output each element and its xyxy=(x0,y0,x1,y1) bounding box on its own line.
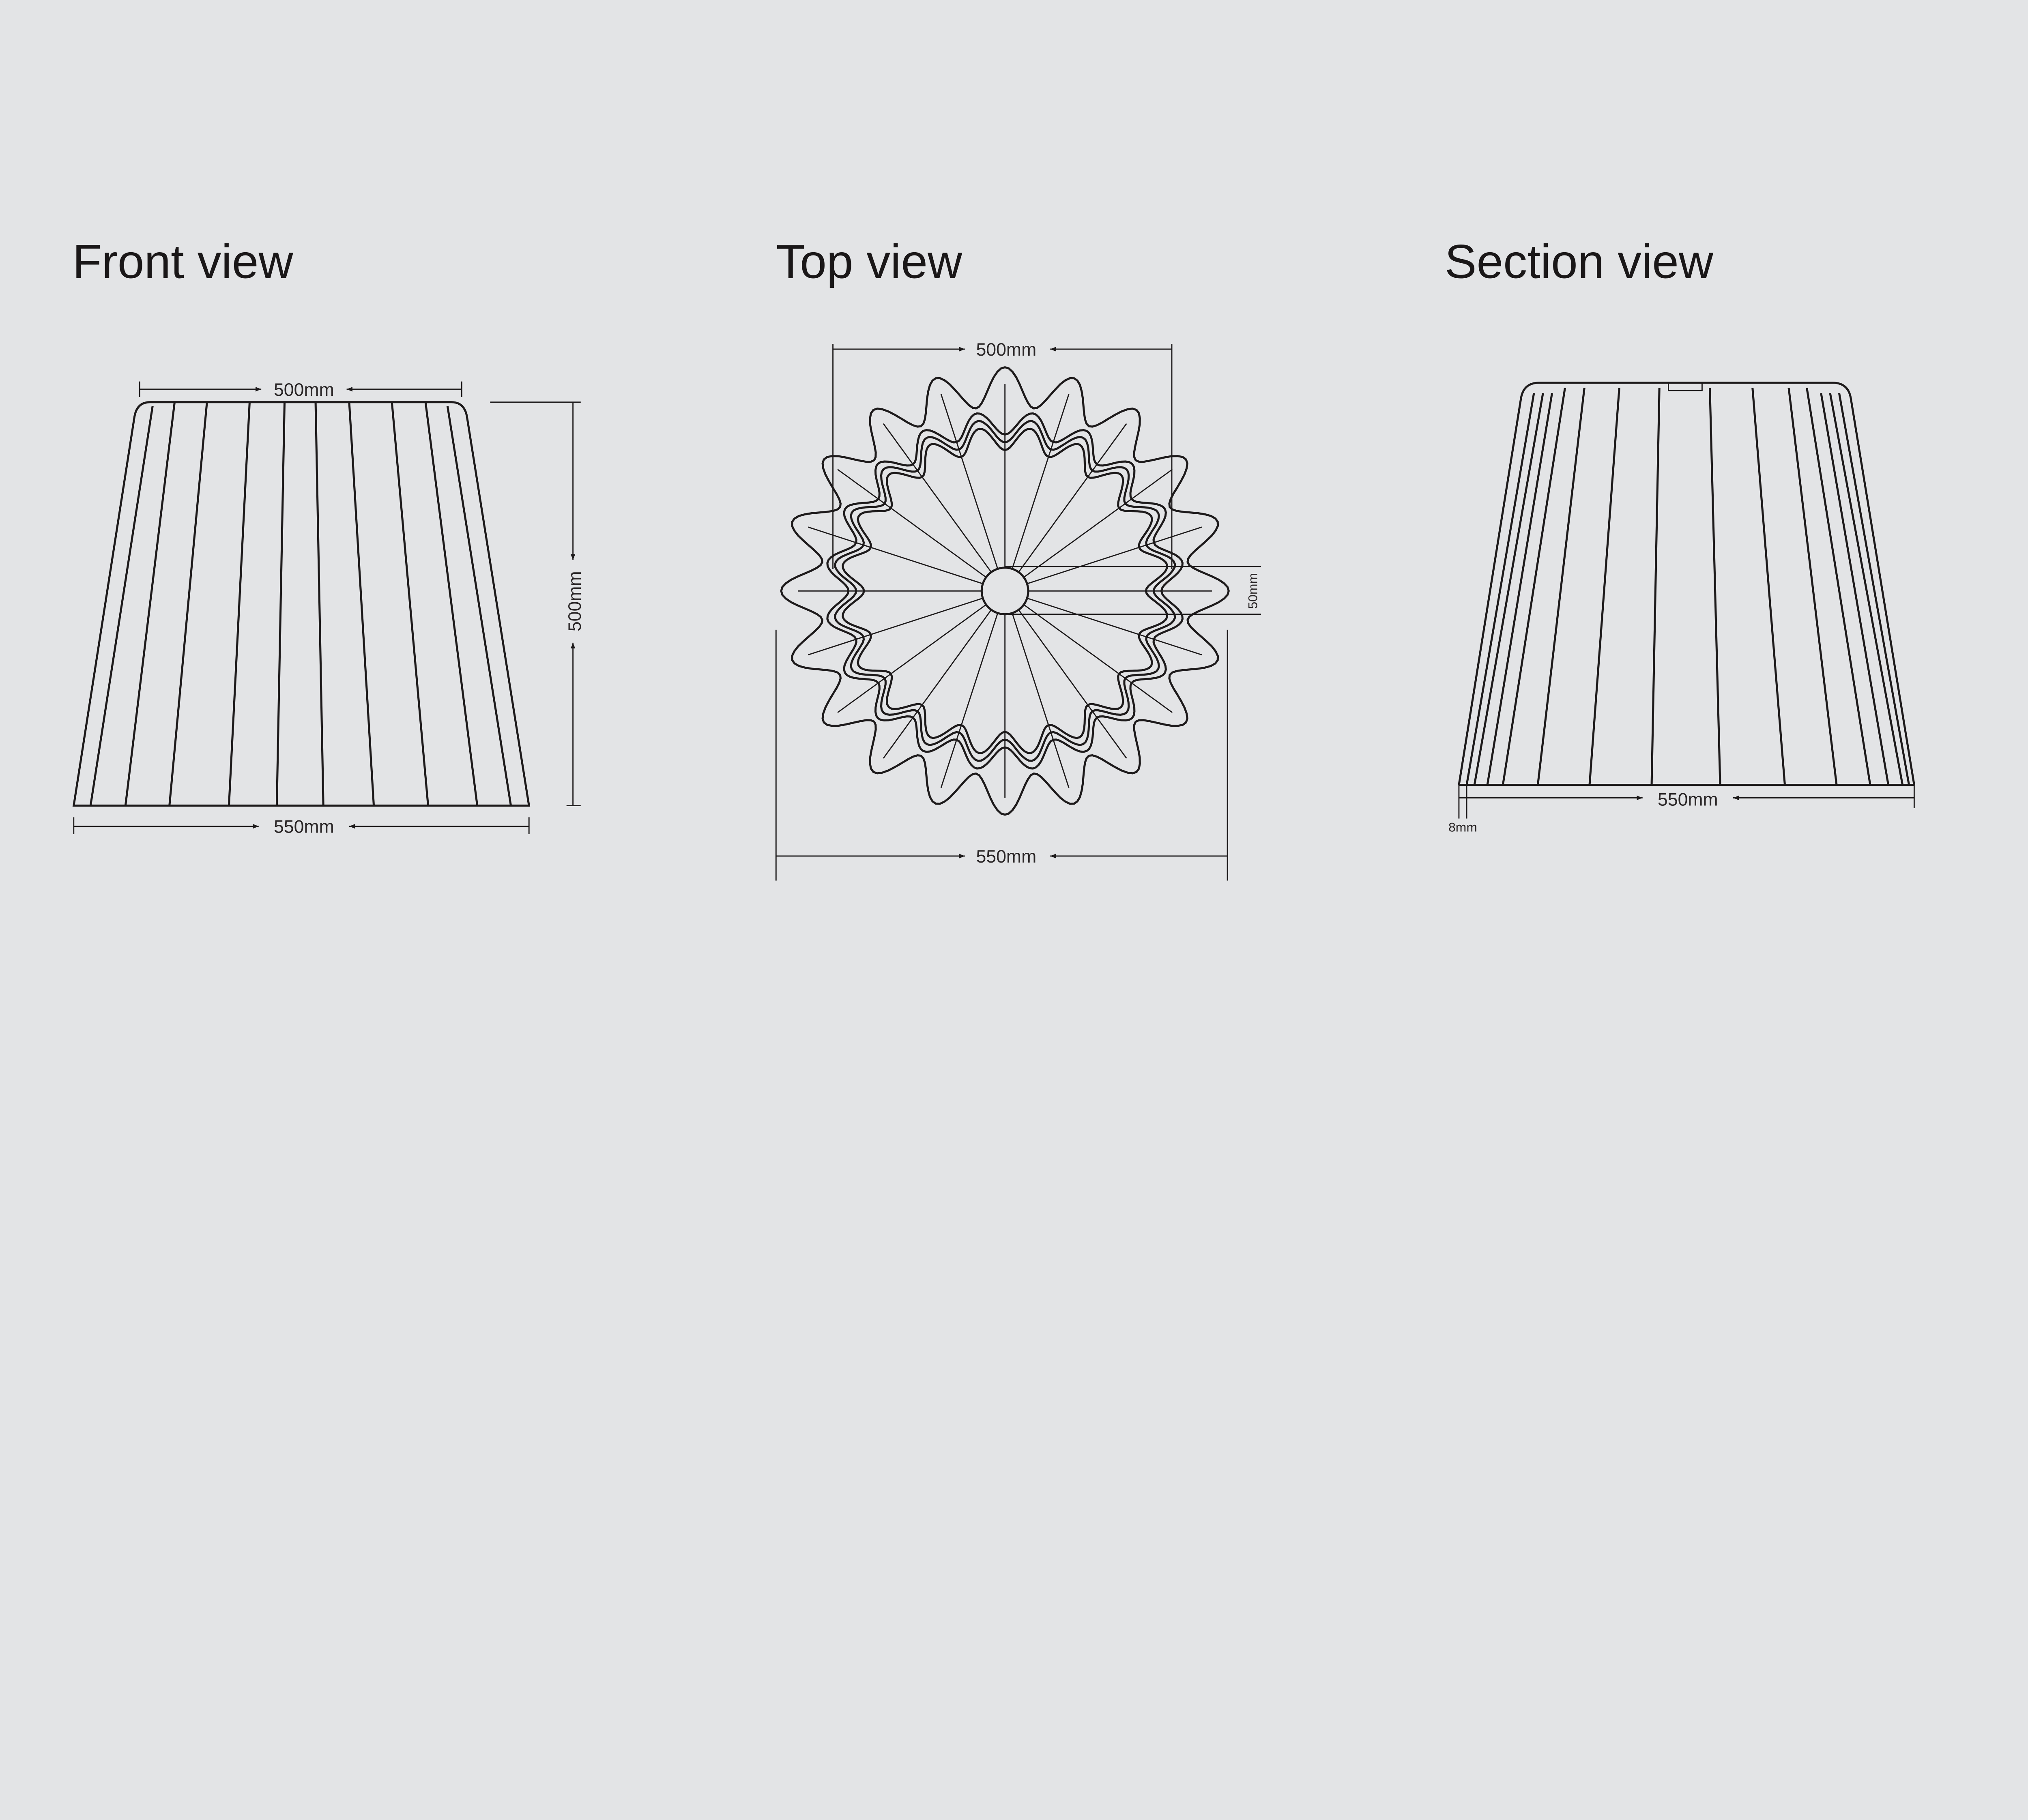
front-view-lampshade-outline xyxy=(72,401,531,807)
top-spoke-line xyxy=(883,423,992,573)
front-pleat-line xyxy=(348,402,375,806)
top-spoke-line xyxy=(1012,394,1070,569)
technical-drawing: Front view 500mm 550mm 500mm Top view xyxy=(73,235,1915,881)
top-spoke-line xyxy=(837,604,986,713)
top-hub-dimension: 50mm xyxy=(1005,566,1261,615)
top-spoke-line xyxy=(1023,469,1173,578)
section-pleat-line xyxy=(1838,393,1910,786)
section-pleat-line xyxy=(1787,388,1838,785)
front-pleat-line xyxy=(124,402,176,806)
top-spoke-line xyxy=(1012,613,1070,788)
front-top-width-label: 500mm xyxy=(274,380,334,400)
top-view-pleated-outline xyxy=(780,366,1230,816)
top-inner-width-label: 500mm xyxy=(976,340,1036,360)
top-inner-width-dimension: 500mm xyxy=(832,340,1173,569)
front-pleat-line xyxy=(89,406,154,806)
top-outer-width-dimension: 550mm xyxy=(775,629,1228,881)
section-pleat-line xyxy=(1486,393,1553,785)
top-view: Top view 500mm 550mm 50mm xyxy=(775,235,1261,881)
top-outer-wavy-edge xyxy=(780,366,1230,816)
section-thickness-label: 8mm xyxy=(1448,820,1477,834)
front-height-dimension: 500mm xyxy=(490,401,585,807)
section-pleat-line xyxy=(1650,388,1661,785)
top-view-title: Top view xyxy=(776,235,962,289)
top-spoke-line xyxy=(837,469,986,578)
top-spoke-line xyxy=(808,526,983,584)
front-pleat-line xyxy=(314,402,324,806)
front-bottom-width-dimension: 550mm xyxy=(73,817,530,837)
section-pleat-line xyxy=(1820,393,1890,786)
section-pleat-line xyxy=(1588,388,1620,785)
top-outer-width-label: 550mm xyxy=(976,847,1036,867)
front-view-title: Front view xyxy=(73,235,294,289)
section-thickness-dimension: 8mm xyxy=(1448,785,1477,834)
section-bottom-width-dimension: 550mm xyxy=(1459,785,1915,810)
front-pleat-line xyxy=(391,402,430,806)
section-pleat-line xyxy=(1502,388,1566,785)
front-outline xyxy=(72,401,531,807)
top-spoke-line xyxy=(808,597,983,656)
section-pleat-line xyxy=(1751,388,1786,785)
section-view-outline xyxy=(1458,382,1915,786)
section-pleat-line xyxy=(1709,388,1721,785)
top-spoke-line xyxy=(883,609,992,759)
front-pleat-line xyxy=(228,402,251,806)
top-hub-circle xyxy=(980,567,1029,616)
top-spoke-line xyxy=(1027,597,1202,656)
section-view-title: Section view xyxy=(1445,235,1714,289)
section-pleat-line xyxy=(1536,388,1585,785)
section-view: Section view 550mm 8mm xyxy=(1445,235,1915,834)
front-pleat-line xyxy=(275,402,286,806)
top-spoke-line xyxy=(1018,609,1127,759)
top-spoke-line xyxy=(1023,604,1173,713)
front-height-label: 500mm xyxy=(565,571,585,631)
top-spoke-line xyxy=(940,394,999,569)
section-bottom-width-label: 550mm xyxy=(1658,790,1718,810)
front-view: Front view 500mm 550mm 500mm xyxy=(73,235,585,837)
section-pleat-line xyxy=(1829,393,1904,786)
top-spoke-line xyxy=(940,613,999,788)
top-spoke-line xyxy=(1027,526,1202,584)
section-top-joint xyxy=(1668,382,1703,391)
front-pleat-line xyxy=(168,402,208,806)
section-pleat-line xyxy=(1806,388,1871,785)
front-bottom-width-label: 550mm xyxy=(274,817,334,837)
front-top-width-dimension: 500mm xyxy=(139,380,462,400)
top-spoke-line xyxy=(1018,423,1127,573)
section-pleat-line xyxy=(1465,393,1535,786)
top-hub-label: 50mm xyxy=(1245,573,1260,609)
section-outer-outline xyxy=(1458,382,1915,785)
front-pleat-line xyxy=(424,402,479,806)
front-pleat-line xyxy=(446,406,512,806)
section-pleat-line xyxy=(1473,393,1544,786)
